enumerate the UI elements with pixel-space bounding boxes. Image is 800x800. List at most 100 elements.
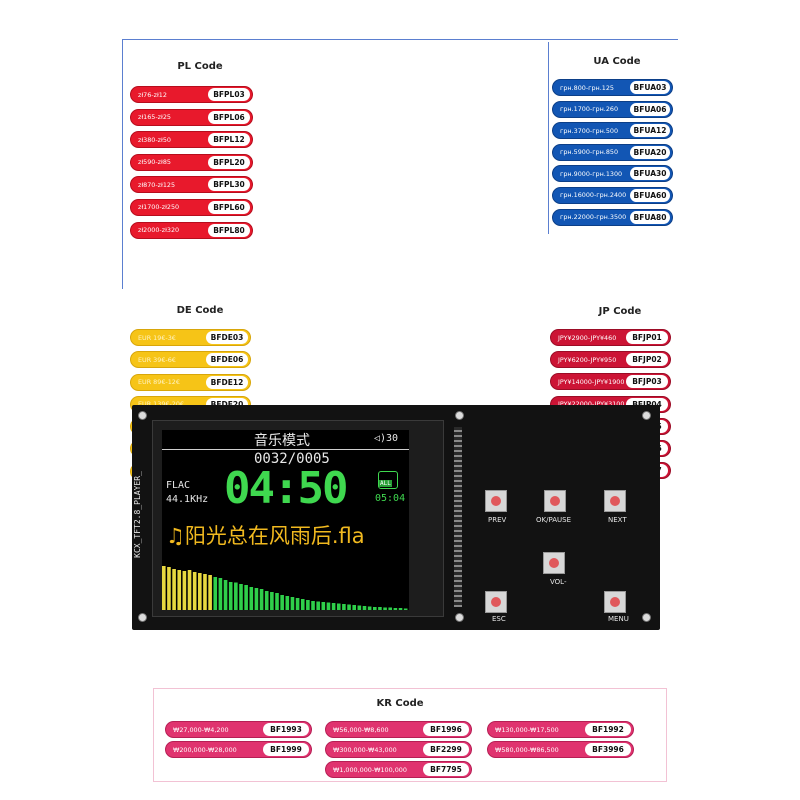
coupon-range: грн.1700-грн.260 [560,105,619,114]
frame-top [122,39,678,40]
coupon-code: BF1999 [263,743,309,756]
coupon-range: ₩300,000-₩43,000 [333,745,397,754]
menu-button-label: MENU [608,615,629,623]
coupon-code: BFUA12 [630,124,670,138]
coupon-range: ₩1,000,000-₩100,000 [333,765,407,774]
spectrum-bar [182,571,187,610]
mount-hole-tl [138,411,147,420]
coupon-ua-0: грн.800-грн.125 BFUA03 [552,79,673,96]
screen-mode-title: 音乐模式 [254,433,310,449]
coupon-code: BF3996 [585,743,631,756]
spectrum-bar [285,596,290,610]
menu-button[interactable] [604,591,626,613]
mount-hole-bl [138,613,147,622]
coupon-range: zł2000-zł320 [138,226,180,235]
spectrum-bar [316,601,320,610]
spectrum-bar [239,584,243,610]
spectrum-bar [326,602,331,610]
spectrum-bar [306,600,310,610]
spectrum-bar [172,569,176,610]
spectrum-bar [393,608,398,610]
screen-elapsed-time: 04:50 [224,463,348,514]
vol-down-button[interactable] [543,552,565,574]
spectrum-bar [331,603,336,610]
coupon-range: грн.3700-грн.500 [560,126,619,135]
coupon-kr-4: ₩300,000-₩43,000 BF2299 [325,741,472,758]
spectrum-bar [388,607,393,610]
coupon-code: BFUA03 [630,81,670,94]
coupon-code: BFPL30 [208,178,250,192]
coupon-code: BF7795 [423,763,469,776]
spectrum-bar [275,593,279,610]
lcd-screen: 音乐模式 ◁)30 0032/0005 FLAC 44.1KHz 04:50 A… [162,430,409,610]
spectrum-bar [398,608,403,610]
spectrum-bar [187,570,192,610]
coupon-range: ₩27,000-₩4,200 [173,725,229,734]
spectrum-bar [311,601,315,610]
screen-track-counter: 0032/0005 [254,451,330,467]
spectrum-analyzer [162,566,408,610]
spectrum-bar [213,577,218,610]
spectrum-bar [218,578,223,610]
coupon-code: BFJP02 [626,353,668,367]
frame-left [122,39,123,289]
coupon-code: BFDE03 [206,331,248,344]
coupon-range: ₩56,000-₩8,600 [333,725,389,734]
screen-format: FLAC [166,480,191,491]
coupon-de-0: EUR 19€-3€BFDE03 [130,329,251,346]
coupon-code: BFPL06 [208,110,250,124]
coupon-range: грн.9000-грн.1300 [560,169,623,178]
coupon-range: ₩580,000-₩86,500 [495,745,559,754]
esc-button-label: ESC [492,615,506,623]
coupon-range: zł590-zł85 [138,158,171,167]
coupon-range: ₩200,000-₩28,000 [173,745,237,754]
spectrum-bar [192,572,197,610]
spectrum-bar [336,603,341,610]
coupon-code: BFPL12 [208,133,250,147]
board-silkscreen: KCX_TFT2.8_PLAYER_ [132,471,142,558]
coupon-code: BFDE12 [206,375,248,389]
screen-header-divider [162,449,409,450]
coupon-code: BFUA80 [630,210,670,224]
coupon-range: грн.800-грн.125 [560,83,614,92]
spectrum-bar [352,605,356,610]
ok-pause-button[interactable] [544,490,566,512]
spectrum-bar [321,602,326,610]
frame-divider-ua [548,42,549,234]
coupon-code: BFUA60 [630,188,670,202]
ua-panel-title: UA Code [593,56,641,67]
coupon-ua-4: грн.9000-грн.1300 BFUA30 [552,165,673,183]
coupon-kr-3: ₩200,000-₩28,000 BF1999 [165,741,312,758]
screen-song-title: ♫阳光总在风雨后.fla [166,524,365,548]
spectrum-bar [300,599,305,610]
mount-hole-br [642,613,651,622]
de-panel-title: DE Code [176,305,224,316]
next-button[interactable] [604,490,626,512]
spectrum-bar [280,595,284,610]
coupon-code: BF2299 [423,743,469,756]
esc-button[interactable] [485,591,507,613]
coupon-code: BFUA30 [630,167,670,181]
coupon-de-2: EUR 89€-12€BFDE12 [130,373,251,391]
prev-button[interactable] [485,490,507,512]
screen-sample-rate: 44.1KHz [166,494,209,505]
spectrum-bar [362,606,367,610]
coupon-kr-5: ₩580,000-₩86,500 BF3996 [487,741,634,758]
screen-duration: 05:04 [375,493,406,504]
